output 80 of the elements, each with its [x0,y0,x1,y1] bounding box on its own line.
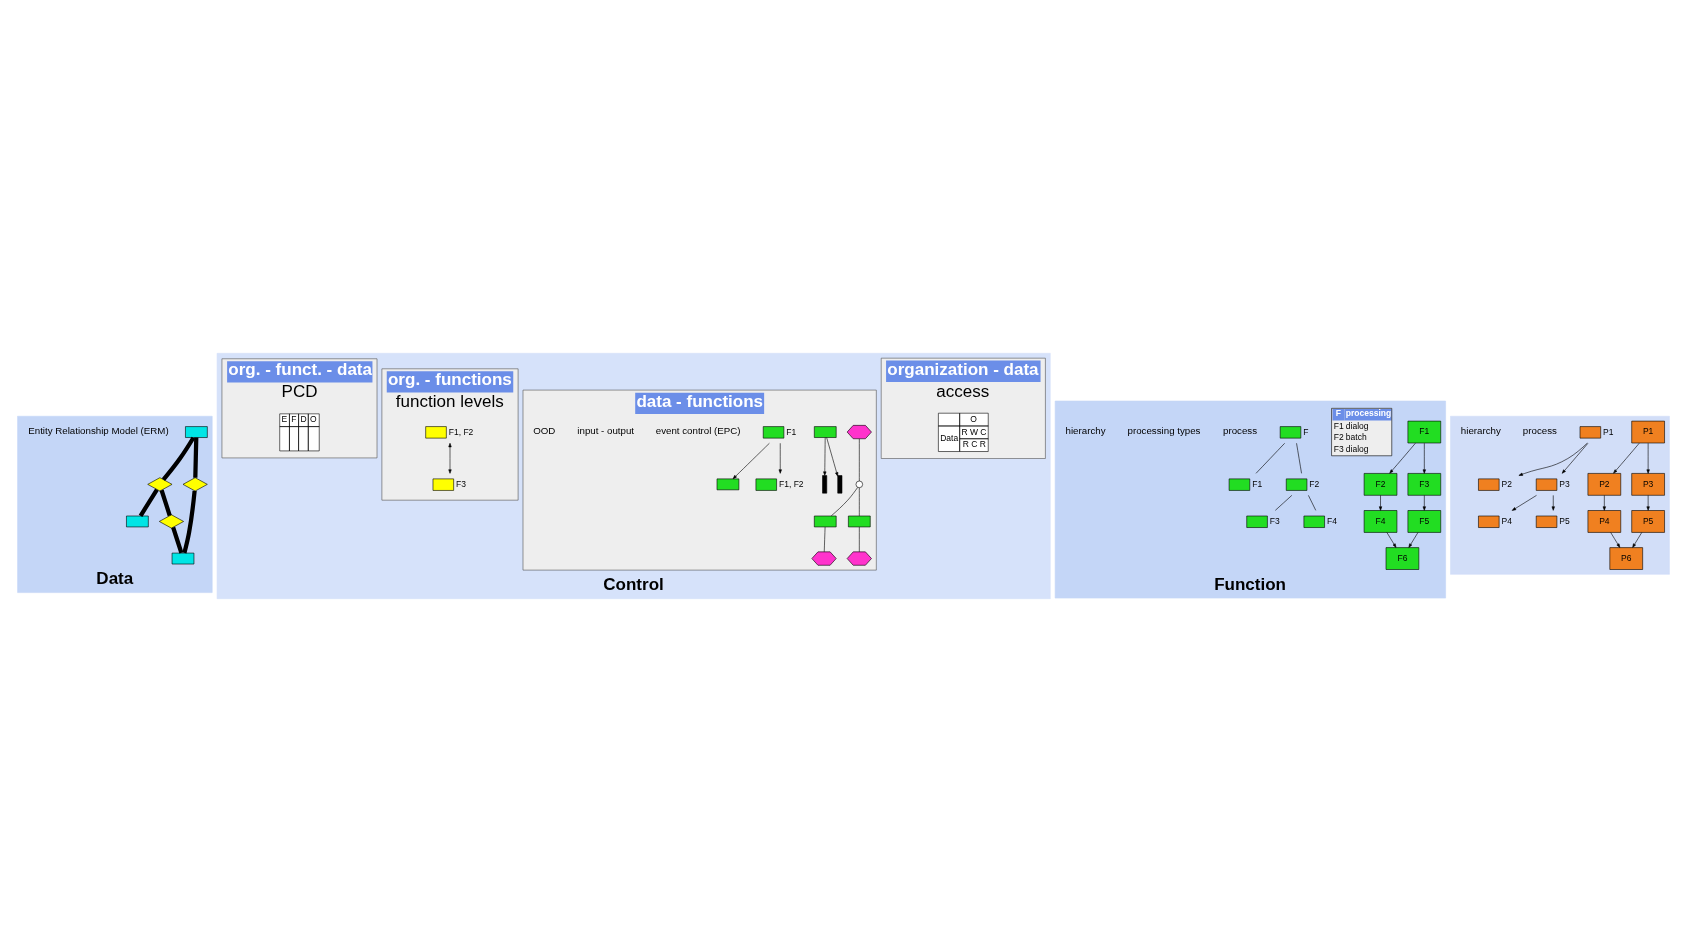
node-diamond [147,476,173,491]
node-box: F2 [1363,472,1398,496]
label: process [1223,424,1258,436]
arrow [1551,494,1555,511]
connector [138,488,159,517]
node-label: F2 [1309,478,1320,489]
arrow [1389,442,1416,473]
node-label: P3 [1559,478,1570,489]
node-box: P4 [1587,509,1622,533]
node-label: F1, F2 [448,426,474,437]
arrow [1408,531,1419,548]
node-circle [855,480,863,488]
node-label: P1 [1603,426,1614,437]
node-box: P2 [1587,472,1622,496]
node-bar [837,474,843,493]
arrow [778,442,782,474]
label: Entity Relationship Model (ERM) [28,424,169,436]
node-box [171,552,195,564]
node-box: F4 [1363,509,1398,533]
node-label: F3 [1269,515,1280,526]
node-label: F1 [1252,478,1263,489]
arrow [1646,494,1650,511]
node-diamond [159,513,184,528]
arrow [1518,442,1588,476]
arrow [823,436,827,476]
node-label: F3 [456,478,467,489]
node-box [814,425,837,438]
arrow [1386,531,1397,548]
arrow [1602,494,1606,511]
label: event control (EPC) [655,424,741,436]
node-box: P5 [1631,509,1665,533]
node-hexagon [811,551,837,566]
label: input - output [577,424,635,436]
label: hierarchy [1460,424,1501,436]
node-box: F1 [1407,420,1442,443]
node-label: F1 [786,426,797,437]
node-hexagon [846,424,872,439]
arrow [1511,494,1537,511]
node-box: F5 [1407,509,1442,533]
connector [859,438,860,481]
node-label: P4 [1501,515,1512,526]
label: process [1522,424,1557,436]
cluster [1450,415,1670,575]
node-diamond [182,476,208,491]
node-box [716,478,740,490]
label: OOD [533,424,556,436]
arrow [732,442,770,479]
node-box [848,515,871,527]
label: processing types [1127,424,1201,436]
arrow [448,442,452,474]
node-box: P1 [1631,420,1665,443]
connector [161,436,196,481]
node-box [126,515,149,527]
arrow [1378,494,1383,511]
arrow [1422,494,1426,511]
node-box [185,425,208,438]
arrow [826,436,839,476]
node-box: P3 [1631,472,1665,496]
node-hexagon [846,551,872,566]
arrow [1632,531,1643,548]
node-box: P6 [1609,546,1643,570]
connector [171,526,184,554]
connector [182,490,197,553]
node-bar [822,474,828,493]
node-label: F4 [1327,515,1337,526]
arrow [1610,531,1621,548]
node-label: F [1303,426,1309,437]
arrow [1613,442,1640,473]
node-label: P2 [1501,478,1512,489]
node-box: F6 [1385,546,1420,570]
arrow [1561,442,1589,474]
arrow [1422,442,1426,474]
label: hierarchy [1065,424,1106,436]
node-box: F3 [1407,472,1442,496]
connector [193,437,199,478]
connector [159,489,172,516]
node-label: P5 [1559,515,1570,526]
arrow [1646,442,1650,474]
node-box [814,515,837,527]
node-label: F1, F2 [779,478,804,489]
